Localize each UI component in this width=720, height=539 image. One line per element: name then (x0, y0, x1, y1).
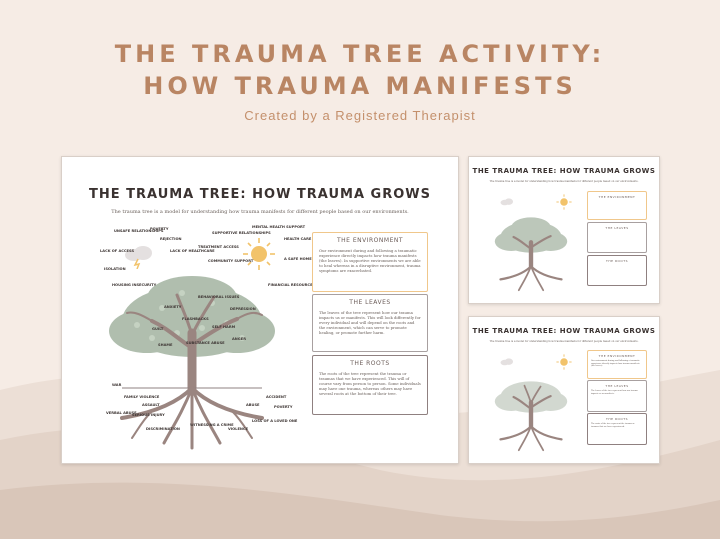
worksheet-intro: The trauma tree is a model for understan… (489, 340, 639, 343)
environment-heading: THE ENVIRONMENT (598, 354, 636, 358)
leaves-heading: THE LEAVES (605, 226, 629, 230)
env-label: Supportive Relationships (212, 231, 271, 235)
trauma-tree-illustration (109, 276, 275, 450)
env-label: Mental Health Support (252, 225, 306, 229)
environment-text: Our environment during and following a t… (591, 360, 640, 368)
leaves-box: THE LEAVES (587, 222, 647, 253)
leaves-box: THE LEAVES The leaves of the tree repres… (587, 380, 647, 412)
roots-text: The roots of the tree represent the trau… (319, 371, 421, 396)
worksheet-title: THE TRAUMA TREE: HOW TRAUMA GROWS (472, 167, 656, 175)
worksheet-title: THE TRAUMA TREE: HOW TRAUMA GROWS (89, 187, 431, 202)
roots-heading: THE ROOTS (350, 360, 390, 367)
environment-heading: THE ENVIRONMENT (598, 195, 636, 199)
environment-box: THE ENVIRONMENT Our environment during a… (587, 350, 647, 379)
environment-box: THE ENVIRONMENT (587, 191, 647, 220)
sun-icon (243, 238, 275, 270)
leaf-label: Anger (232, 337, 246, 341)
worksheet-intro: The trauma tree is a model for understan… (111, 209, 409, 215)
env-label: Lack of Access (100, 249, 135, 253)
env-label: Health Care (284, 237, 312, 241)
roots-box: THE ROOTS (587, 255, 647, 286)
leaves-heading: THE LEAVES (349, 299, 391, 306)
env-label: Lack of Healthcare (170, 249, 215, 253)
root-label: Accident (266, 395, 287, 399)
leaf-label: Depression (230, 307, 256, 311)
root-label: Loss of a Loved One (252, 419, 298, 423)
leaf-label: Self Harm (212, 325, 236, 329)
root-label: Witnessing a Crime (190, 423, 234, 427)
storm-cloud-icon (500, 198, 513, 206)
env-label: Rejection (160, 237, 182, 241)
root-label: Abuse (246, 403, 260, 407)
worksheet-preview-filled: THE TRAUMA TREE: HOW TRAUMA GROWS The tr… (468, 316, 660, 464)
roots-heading: THE ROOTS (606, 259, 628, 263)
env-label: Isolation (104, 267, 126, 271)
roots-box: THE ROOTS The roots of the tree represen… (587, 413, 647, 445)
leaf-label: Shame (158, 343, 173, 347)
root-label: War (112, 383, 122, 387)
roots-box: THE ROOTS The roots of the tree represen… (312, 355, 428, 415)
leaves-text: The leaves of the tree represent how our… (319, 310, 421, 335)
root-label: Serious Injury (132, 413, 165, 417)
env-label: Community Support (208, 259, 254, 263)
page-title-line1: THE TRAUMA TREE ACTIVITY: (114, 40, 606, 68)
trauma-tree-illustration (494, 217, 568, 292)
trauma-tree-illustration (494, 381, 568, 452)
storm-cloud-icon (500, 358, 513, 366)
env-label: Poverty (150, 227, 169, 231)
leaf-label: Substance Abuse (186, 341, 225, 345)
root-label: Assault (142, 403, 160, 407)
leaf-label: Flashbacks (182, 317, 209, 321)
leaves-box: THE LEAVES The leaves of the tree repres… (312, 294, 428, 352)
env-label: Financial Resources (268, 283, 316, 287)
main-worksheet: THE TRAUMA TREE: HOW TRAUMA GROWS The tr… (61, 156, 459, 464)
leaves-text: The leaves of the tree represent how our… (591, 390, 638, 395)
root-label: Poverty (274, 405, 293, 409)
root-label: Violence (228, 427, 249, 431)
root-label: Family Violence (124, 395, 160, 399)
environment-box: THE ENVIRONMENT Our environment during a… (312, 232, 428, 292)
env-label: Housing Insecurity (112, 283, 157, 287)
leaves-heading: THE LEAVES (605, 384, 629, 388)
root-label: Discrimination (146, 427, 180, 431)
leaf-label: Guilt (152, 327, 164, 331)
leaf-label: Behavioral Issues (198, 295, 240, 299)
environment-text: Our environment during and following a t… (319, 248, 421, 273)
page-subtitle: Created by a Registered Therapist (244, 108, 476, 123)
worksheet-preview-blank: THE TRAUMA TREE: HOW TRAUMA GROWS The tr… (468, 156, 660, 304)
env-label: A Safe Home (284, 257, 312, 261)
worksheet-intro: The trauma tree is a model for understan… (489, 180, 639, 183)
roots-text: The roots of the tree represent the trau… (591, 423, 635, 428)
env-label: Unsafe Relationships (114, 229, 164, 233)
storm-cloud-icon (125, 246, 152, 269)
worksheet-title: THE TRAUMA TREE: HOW TRAUMA GROWS (472, 327, 656, 335)
sun-icon (556, 354, 572, 370)
environment-heading: THE ENVIRONMENT (336, 237, 404, 244)
page-title-line2: HOW TRAUMA MANIFESTS (143, 72, 577, 100)
sun-icon (556, 194, 572, 210)
env-label: Treatment Access (198, 245, 239, 249)
root-label: Verbal Abuse (106, 411, 137, 415)
roots-heading: THE ROOTS (606, 417, 628, 421)
leaf-label: Anxiety (164, 305, 182, 309)
